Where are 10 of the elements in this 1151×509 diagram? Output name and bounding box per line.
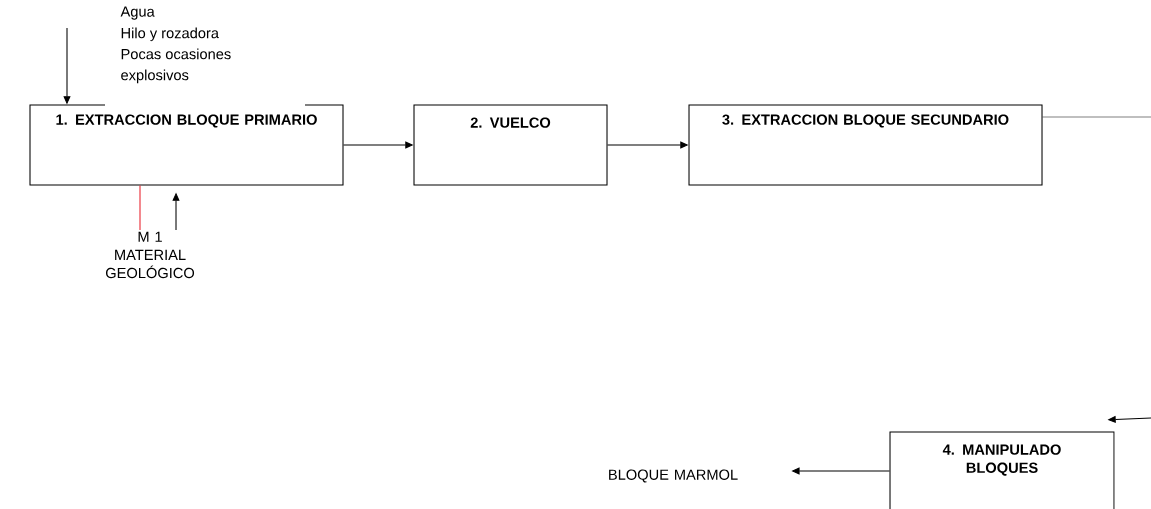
process-box: 4. MANIPULADO BLOQUES: [889, 431, 1115, 509]
note-text: Agua: [120, 6, 155, 20]
process-box: 1. EXTRACCION BLOQUE PRIMARIO: [29, 104, 344, 186]
note-text: Hilo y rozadora: [121, 27, 219, 42]
note-text: explosivos: [121, 69, 189, 84]
output-label: BLOQUE MARMOL: [609, 469, 738, 483]
output-label: M 1 MATERIAL GEOLÓGICO: [106, 231, 195, 279]
process-box: 3. EXTRACCION BLOQUE SECUNDARIO: [688, 104, 1043, 186]
note-text: Pocas ocasiones: [121, 48, 231, 60]
process-box: 2. VUELCO: [413, 104, 608, 186]
